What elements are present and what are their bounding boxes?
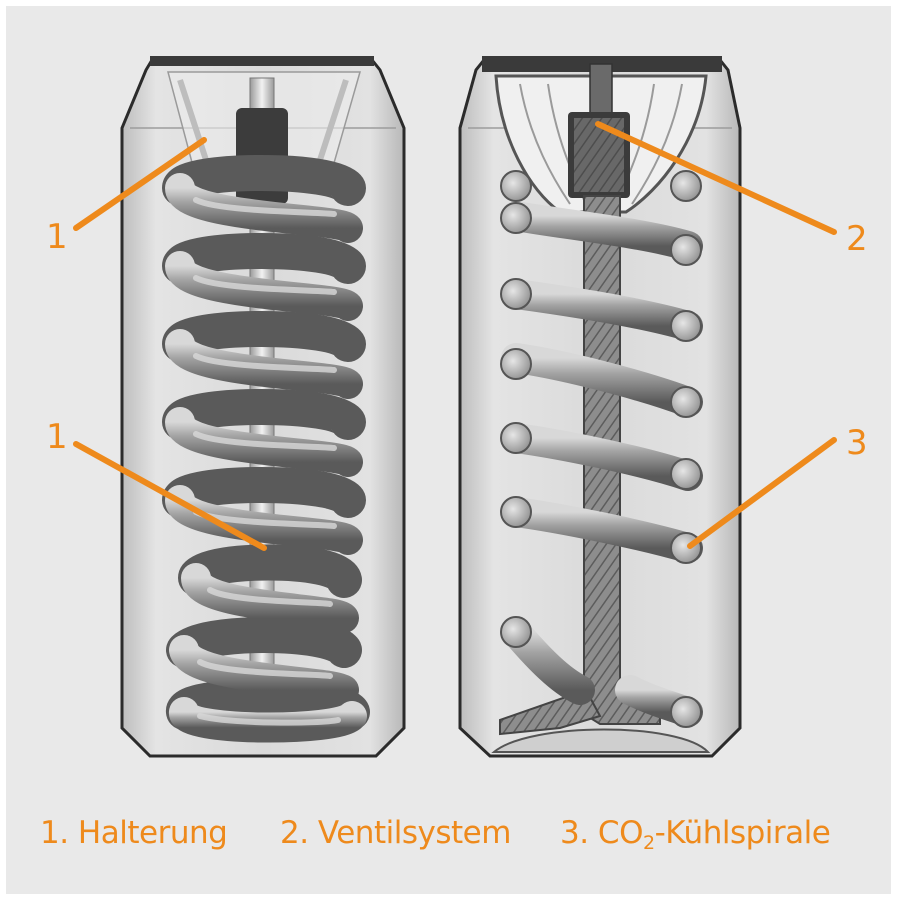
legend-halterung: 1. Halterung — [40, 815, 228, 851]
right-coil-sections — [500, 170, 702, 728]
callout-lines — [73, 121, 837, 551]
left-coil — [162, 155, 370, 743]
legend-kuehlspirale-suffix: -Kühlspirale — [654, 815, 831, 851]
legend-kuehlspirale-subscript: 2 — [642, 832, 655, 854]
callout-label-1-mid: 1 — [46, 417, 68, 457]
callout-line-1b — [73, 441, 267, 551]
legend-kuehlspirale: 3. CO2-Kühlspirale — [560, 808, 831, 858]
callout-line-1a — [73, 137, 207, 231]
callout-line-2 — [595, 121, 837, 235]
legend-kuehlspirale-prefix: 3. CO — [560, 815, 643, 851]
left-can-lid — [150, 56, 374, 66]
right-coil — [501, 171, 705, 727]
callout-label-2: 2 — [846, 219, 868, 259]
legend-ventilsystem: 2. Ventilsystem — [280, 815, 511, 851]
callout-label-1-top: 1 — [46, 217, 68, 257]
callout-line-3 — [687, 437, 837, 549]
callout-label-3: 3 — [846, 423, 868, 463]
